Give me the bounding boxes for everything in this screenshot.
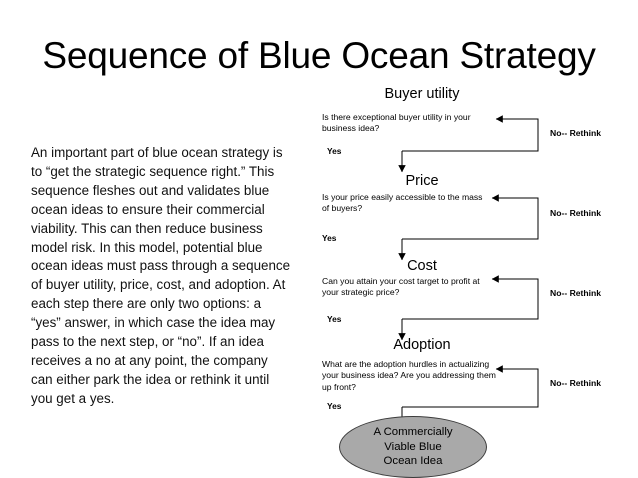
- outcome-ellipse-shape: [339, 416, 487, 478]
- yes-label-buyer-utility: Yes: [327, 146, 342, 156]
- stage-heading-adoption: Adoption: [393, 337, 451, 353]
- loop-price-rethink: [402, 194, 539, 240]
- outcome-line-1: A Commercially: [373, 426, 453, 439]
- no-label-adoption: No-- Rethink: [550, 378, 602, 388]
- body-paragraph: An important part of blue ocean strategy…: [31, 145, 291, 406]
- outcome-node: A Commercially Viable Blue Ocean Idea: [339, 416, 487, 478]
- loop-buyer-utility-rethink: [402, 115, 539, 152]
- loop-cost-rethink: [402, 275, 539, 320]
- no-label-price: No-- Rethink: [550, 208, 602, 218]
- outcome-text: A Commercially Viable Blue Ocean Idea: [339, 416, 487, 478]
- yes-label-cost: Yes: [327, 314, 342, 324]
- stage-heading-buyer-utility: Buyer utility: [384, 86, 460, 102]
- flow-connectors: [398, 115, 539, 429]
- outcome-line-2: Viable Blue: [384, 440, 442, 453]
- outcome-line-3: Ocean Idea: [383, 455, 443, 468]
- no-label-buyer-utility: No-- Rethink: [550, 128, 602, 138]
- stage-question-adoption: What are the adoption hurdles in actuali…: [322, 359, 496, 392]
- stage-question-price: Is your price easily accessible to the m…: [322, 192, 483, 214]
- flow-diagram: Buyer utility Is there exceptional buyer…: [310, 80, 638, 478]
- yes-label-price: Yes: [322, 233, 337, 243]
- loop-adoption-rethink: [402, 365, 539, 408]
- yes-label-adoption: Yes: [327, 401, 342, 411]
- stage-question-cost: Can you attain your cost target to profi…: [322, 276, 480, 298]
- stage-question-buyer-utility: Is there exceptional buyer utility in yo…: [322, 112, 471, 134]
- stage-heading-price: Price: [405, 173, 439, 189]
- stage-heading-cost: Cost: [407, 258, 437, 274]
- no-label-cost: No-- Rethink: [550, 288, 602, 298]
- page-title: Sequence of Blue Ocean Strategy: [42, 35, 596, 76]
